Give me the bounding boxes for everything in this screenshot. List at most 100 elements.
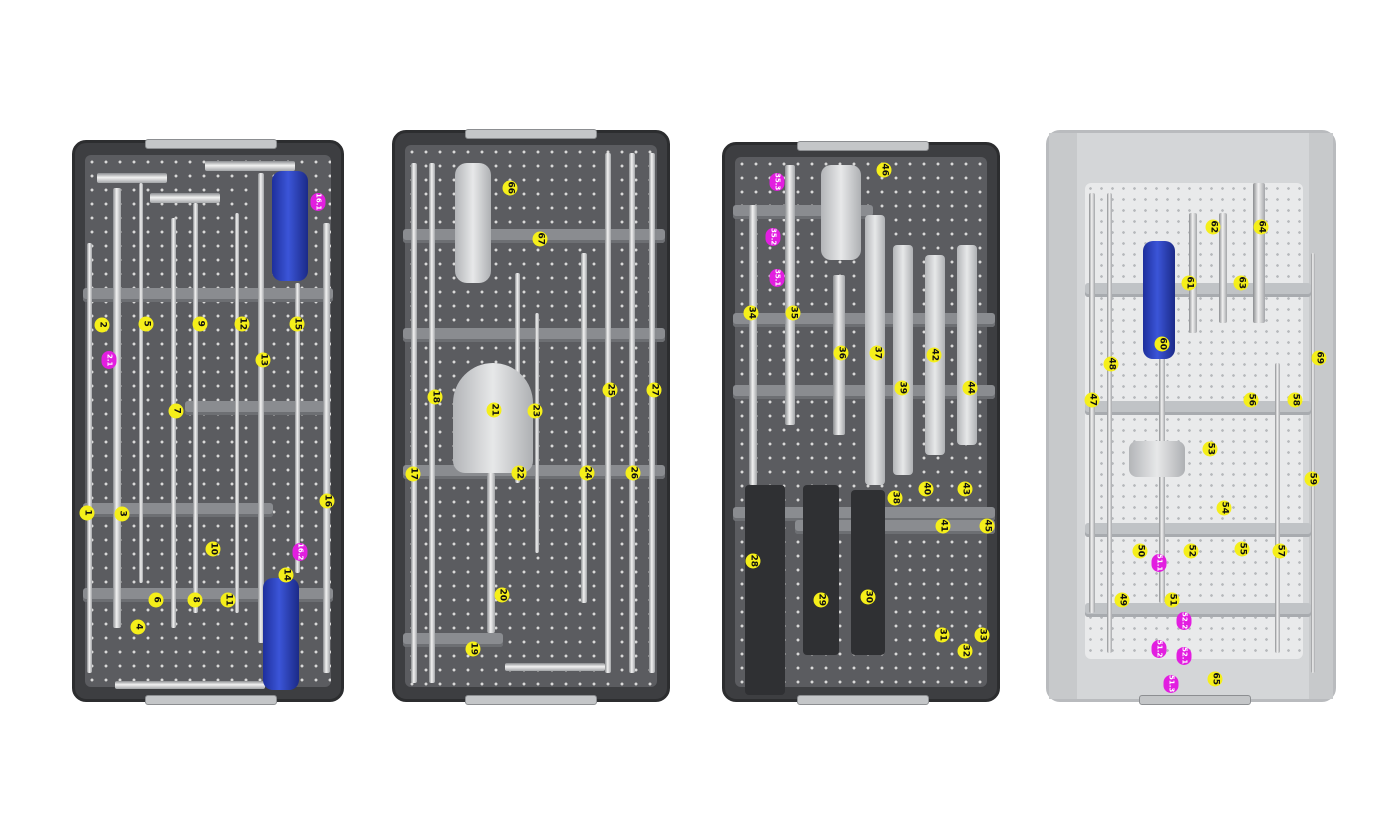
tray-3-support-bar [733,385,995,399]
aiming-arm-body [821,165,861,260]
item-number-label: 44 [962,380,978,396]
item-number-label: 65 [1207,671,1223,687]
instrument-tray-3: 28 29 30 31 32 33 34 35 35.1 35.2 35.3 3… [722,141,1000,705]
t-handle-crossbar [115,681,265,689]
instrument-shaft [649,153,655,673]
item-number-label: 34 [743,305,759,321]
instrument-shaft [411,163,417,683]
curved-guide-rod [505,663,605,671]
instrument-shaft [193,203,198,613]
tray-2-bottom-handle[interactable] [465,695,597,705]
item-number-label: 69 [1311,350,1327,366]
instrument-shaft [1219,213,1227,323]
item-number-label: 35.1 [769,269,785,287]
item-number-label: 3 [114,506,130,522]
item-number-label: 21 [486,402,502,418]
item-number-label: 50 [1132,543,1148,559]
item-number-label: 28 [745,553,761,569]
item-number-label: 20 [494,587,510,603]
item-number-label: 38 [887,490,903,506]
aiming-arm-body [455,163,491,283]
item-number-label: 9 [192,316,208,332]
aiming-guide-paddle [453,363,533,473]
item-number-label: 35 [785,305,801,321]
perforated-targeting-plate [957,245,977,445]
item-number-label: 6 [148,592,164,608]
item-number-label: 29 [813,592,829,608]
perforated-targeting-plate [893,245,913,475]
item-number-label: 16 [319,493,335,509]
item-number-label: 12 [234,316,250,332]
instrument-tray-1: 1 2 2.1 3 4 5 6 7 8 9 10 11 12 13 14 15 … [72,139,344,705]
instrument-shaft [295,283,300,573]
item-number-label: 32 [957,643,973,659]
item-number-label: 59 [1304,471,1320,487]
t-handle-block [1129,441,1185,477]
tray-3-support-bar [733,313,995,327]
tray-1-bottom-handle[interactable] [145,695,277,705]
item-number-label: 64 [1253,219,1269,235]
instrument-shaft [87,243,92,673]
black-aiming-block [851,490,885,655]
tray-4-side-wall [1049,133,1077,699]
item-number-label: 2.1 [101,351,117,369]
t-handle-crossbar [150,193,220,203]
tray-1-support-bar [83,503,273,517]
item-number-label: 11 [220,592,236,608]
item-number-label: 10 [205,541,221,557]
item-number-label: 26 [625,465,641,481]
item-number-label: 52 [1183,543,1199,559]
item-number-label: 40 [918,481,934,497]
tray-4-bottom-handle[interactable] [1139,695,1251,705]
item-number-label: 47 [1084,392,1100,408]
item-number-label: 54 [1216,500,1232,516]
tray-2-top-handle[interactable] [465,129,597,139]
item-number-label: 62 [1205,219,1221,235]
item-number-label: 46 [876,162,892,178]
tray-1-support-bar [83,288,333,302]
item-number-label: 19 [465,641,481,657]
item-number-label: 66 [502,180,518,196]
tray-3-bottom-handle[interactable] [797,695,929,705]
item-number-label: 33 [974,627,990,643]
instrument-shaft [785,165,795,425]
tray-3-top-handle[interactable] [797,141,929,151]
item-number-label: 18 [427,389,443,405]
item-number-label: 61 [1181,275,1197,291]
tray-1-top-handle[interactable] [145,139,277,149]
item-number-label: 60 [1154,336,1170,352]
item-number-label: 43 [957,481,973,497]
instrument-shaft [581,253,587,603]
item-number-label: 15 [289,316,305,332]
item-number-label: 48 [1103,356,1119,372]
instrument-shaft [235,213,239,613]
item-number-label: 63 [1233,275,1249,291]
item-number-label: 36 [833,345,849,361]
item-number-label: 13 [255,352,271,368]
item-number-label: 16.2 [292,543,308,561]
instrument-shaft [139,183,143,583]
item-number-label: 22 [511,465,527,481]
item-number-label: 51.1 [1151,554,1167,572]
item-number-label: 52.1 [1176,647,1192,665]
instrument-tray-2: 17 18 19 20 21 22 23 24 25 26 27 66 67 [392,129,670,705]
blue-screwdriver-handle [272,171,308,281]
item-number-label: 2 [94,317,110,333]
tray-1-support-bar [185,401,325,415]
item-number-label: 8 [187,592,203,608]
blue-screwdriver-handle [263,578,299,690]
instrument-shaft [1189,213,1197,333]
item-number-label: 51.3 [1163,675,1179,693]
t-handle-crossbar [97,173,167,183]
item-number-label: 1 [79,505,95,521]
item-number-label: 51 [1164,592,1180,608]
instrument-shaft [1311,253,1315,673]
item-number-label: 25 [602,382,618,398]
instrument-shaft [429,163,435,683]
instrument-shaft [605,153,611,673]
item-number-label: 5 [138,316,154,332]
item-number-label: 67 [532,231,548,247]
item-number-label: 37 [869,345,885,361]
item-number-label: 35.2 [765,228,781,246]
tray-4-support-bar [1085,283,1311,297]
